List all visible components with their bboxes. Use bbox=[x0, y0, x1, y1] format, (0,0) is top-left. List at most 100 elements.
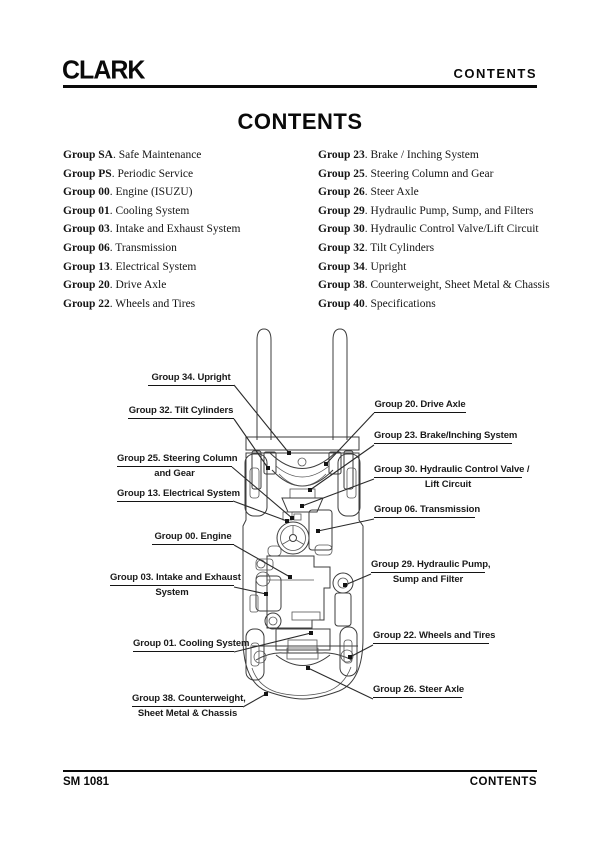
toc-item: Group 20. Drive Axle bbox=[63, 276, 313, 295]
toc-title: . Wheels and Tires bbox=[109, 297, 196, 310]
toc-item: Group 29. Hydraulic Pump, Sump, and Filt… bbox=[318, 202, 568, 221]
floor-plate bbox=[308, 509, 333, 551]
callout-group-06-transmission: Group 06. Transmission bbox=[374, 503, 480, 518]
callout-group-22-wheels-tires: Group 22. Wheels and Tires bbox=[373, 629, 495, 644]
callout-text: Group 30. Hydraulic Control Valve / bbox=[374, 463, 530, 478]
air-cleaner bbox=[249, 571, 282, 630]
clark-logo: CLARK bbox=[62, 55, 145, 85]
upright-assembly bbox=[251, 450, 354, 490]
toc-title: . Electrical System bbox=[109, 260, 197, 273]
callout-text: Sheet Metal & Chassis bbox=[137, 707, 238, 719]
toc-group: Group 25 bbox=[318, 167, 365, 180]
drive-wheels bbox=[244, 453, 361, 517]
callout-text: Group 01. Cooling System bbox=[133, 637, 249, 652]
toc-right-column: Group 23. Brake / Inching System Group 2… bbox=[318, 146, 568, 313]
toc-group: Group 32 bbox=[318, 241, 365, 254]
callout-text: Group 34. Upright bbox=[148, 371, 234, 386]
toc-title: . Counterweight, Sheet Metal & Chassis bbox=[364, 279, 550, 292]
toc-group: Group 23 bbox=[318, 149, 365, 161]
toc-item: Group 25. Steering Column and Gear bbox=[318, 165, 568, 184]
callout-text: Lift Circuit bbox=[424, 478, 472, 490]
toc-title: . Brake / Inching System bbox=[364, 149, 479, 161]
header-contents-label: CONTENTS bbox=[453, 66, 537, 81]
toc-item: Group 13. Electrical System bbox=[63, 258, 313, 277]
callout-group-13-electrical-system: Group 13. Electrical System bbox=[117, 487, 240, 502]
toc-group: Group 03 bbox=[63, 223, 110, 236]
callout-text: Group 32. Tilt Cylinders bbox=[128, 404, 234, 419]
pedal-right bbox=[314, 544, 333, 556]
toc-item: Group 00. Engine (ISUZU) bbox=[63, 183, 313, 202]
toc-item: Group 23. Brake / Inching System bbox=[318, 146, 568, 165]
toc-title: . Hydraulic Pump, Sump, and Filters bbox=[364, 204, 534, 217]
callout-group-38-counterweight: Group 38. Counterweight, Sheet Metal & C… bbox=[132, 692, 246, 720]
toc-item: Group 40. Specifications bbox=[318, 295, 568, 314]
callout-text: Group 29. Hydraulic Pump, bbox=[371, 558, 491, 573]
footer-rule bbox=[63, 770, 537, 772]
callout-group-03-intake-exhaust: Group 03. Intake and Exhaust System bbox=[110, 571, 241, 599]
toc-title: . Transmission bbox=[109, 241, 177, 254]
fork-carriage bbox=[245, 436, 360, 451]
drive-axle bbox=[271, 469, 334, 513]
leader-lines bbox=[231, 384, 375, 708]
callout-text: Group 38. Counterweight, bbox=[132, 692, 246, 707]
toc-item: Group 01. Cooling System bbox=[63, 202, 313, 221]
pedal-left bbox=[267, 545, 282, 557]
callout-group-26-steer-axle: Group 26. Steer Axle bbox=[373, 683, 464, 698]
toc-group: Group 13 bbox=[63, 260, 110, 273]
toc-title: . Hydraulic Control Valve/Lift Circuit bbox=[364, 223, 539, 236]
toc-item: Group 03. Intake and Exhaust System bbox=[63, 220, 313, 239]
callout-group-32-tilt-cylinders: Group 32. Tilt Cylinders bbox=[128, 404, 234, 419]
page-title: CONTENTS bbox=[237, 109, 363, 134]
toc-group: Group 29 bbox=[318, 204, 365, 217]
callout-group-20-drive-axle: Group 20. Drive Axle bbox=[374, 398, 466, 413]
counterweight-curve bbox=[251, 666, 352, 696]
callout-text: Group 25. Steering Column bbox=[117, 452, 238, 467]
callout-text: Sump and Filter bbox=[392, 573, 464, 585]
toc-title: . Periodic Service bbox=[111, 167, 194, 180]
toc-group: Group 00 bbox=[63, 186, 110, 199]
callout-group-30-hydraulic-control-valve: Group 30. Hydraulic Control Valve / Lift… bbox=[374, 463, 530, 491]
engine-block bbox=[255, 555, 331, 629]
callout-group-23-brake-inching: Group 23. Brake/Inching System bbox=[374, 429, 517, 444]
toc-title: . Specifications bbox=[364, 297, 436, 310]
steer-wheels bbox=[245, 626, 358, 681]
header-rule bbox=[63, 85, 537, 88]
toc-title: . Tilt Cylinders bbox=[364, 241, 435, 254]
toc-item: Group SA. Safe Maintenance bbox=[63, 146, 313, 165]
toc-item: Group 22. Wheels and Tires bbox=[63, 295, 313, 314]
toc-item: Group 26. Steer Axle bbox=[318, 183, 568, 202]
toc-group: Group 06 bbox=[63, 241, 110, 254]
callout-text: Group 03. Intake and Exhaust bbox=[110, 571, 241, 586]
callout-text: Group 20. Drive Axle bbox=[374, 398, 466, 413]
callout-text: Group 06. Transmission bbox=[374, 503, 480, 518]
toc-item: Group 34. Upright bbox=[318, 258, 568, 277]
toc-title: . Upright bbox=[364, 260, 407, 273]
steer-axle bbox=[252, 645, 358, 666]
footer-contents-label: CONTENTS bbox=[469, 776, 537, 788]
toc-item: Group 38. Counterweight, Sheet Metal & C… bbox=[318, 276, 568, 295]
callout-group-00-engine: Group 00. Engine bbox=[152, 530, 234, 545]
toc-group: Group 40 bbox=[318, 297, 365, 310]
toc-title: . Cooling System bbox=[109, 204, 190, 217]
toc-group: Group SA bbox=[63, 149, 113, 161]
toc-group: Group 20 bbox=[63, 279, 110, 292]
toc-title: . Steering Column and Gear bbox=[364, 167, 494, 180]
callout-text: Group 13. Electrical System bbox=[117, 487, 240, 502]
toc-title: . Steer Axle bbox=[364, 186, 419, 199]
fork-tines bbox=[256, 328, 348, 440]
callout-text: and Gear bbox=[154, 467, 195, 479]
hydraulic-pump bbox=[332, 572, 354, 627]
toc-left-column: Group SA. Safe Maintenance Group PS. Per… bbox=[63, 146, 313, 313]
toc-title: . Intake and Exhaust System bbox=[109, 223, 241, 236]
toc-title: . Safe Maintenance bbox=[112, 149, 202, 161]
steering-wheel bbox=[276, 521, 310, 555]
chassis-outline bbox=[242, 452, 364, 700]
toc-title: . Engine (ISUZU) bbox=[109, 186, 193, 199]
footer-doc-number: SM 1081 bbox=[63, 776, 110, 788]
toc-item: Group 30. Hydraulic Control Valve/Lift C… bbox=[318, 220, 568, 239]
callout-text: Group 26. Steer Axle bbox=[373, 683, 464, 698]
toc-group: Group 01 bbox=[63, 204, 110, 217]
callout-text: Group 00. Engine bbox=[152, 530, 234, 545]
callout-group-29-hydraulic-pump: Group 29. Hydraulic Pump, Sump and Filte… bbox=[371, 558, 491, 586]
